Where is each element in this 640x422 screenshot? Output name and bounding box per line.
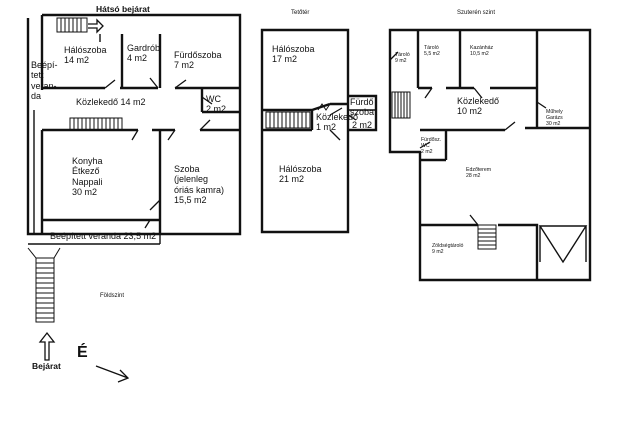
basement-label-corridor: Közlekedő 10 m2 bbox=[457, 96, 500, 117]
room-label-corridor: Közlekedő 14 m2 bbox=[76, 97, 146, 107]
attic-label-bedroom-top: Hálószoba 17 m2 bbox=[272, 44, 315, 65]
basement-outer-wall bbox=[388, 28, 592, 282]
back-stairs bbox=[56, 17, 88, 33]
room-label-bedroom: Hálószoba 14 m2 bbox=[64, 45, 107, 66]
basement-door-swing bbox=[389, 51, 547, 226]
room-label-wardrobe: Gardrób 4 m2 bbox=[127, 43, 161, 64]
attic-label-bedroom-bottom: Hálószoba 21 m2 bbox=[279, 164, 322, 185]
attic-stair-wall bbox=[262, 102, 348, 132]
attic-bath-wall bbox=[348, 94, 378, 132]
attic-plan bbox=[260, 28, 378, 234]
basement-label-bath-wc: Fürdősz. WC 2 m2 bbox=[421, 137, 442, 155]
attic-label-corridor: Közlekedő 1 m2 bbox=[316, 112, 359, 133]
back-entrance-label: Hátsó bejárat bbox=[96, 4, 150, 14]
entrance-stairs bbox=[27, 247, 61, 323]
entrance-label: Bejárat bbox=[32, 361, 61, 371]
north-marker: É bbox=[77, 344, 88, 361]
basement-label-gym: Edzőterem 28 m2 bbox=[466, 167, 492, 179]
room-label-room: Szoba (jelenleg óriás kamra) 15,5 m2 bbox=[174, 164, 225, 206]
attic-title: Tetőtér bbox=[291, 10, 310, 16]
basement-stairs bbox=[391, 91, 411, 119]
basement-label-workshop: Műhely Garázs 30 m2 bbox=[546, 109, 563, 127]
room-label-veranda: Beépített veranda 23,5 m2 bbox=[50, 231, 157, 241]
room-label-bathroom: Fürdőszoba 7 m2 bbox=[174, 50, 222, 71]
room-label-kitchen: Konyha Étkező Nappali 30 m2 bbox=[72, 156, 103, 198]
back-entrance-arrow bbox=[88, 18, 104, 34]
attic-label-bath: Fürdő szoba bbox=[350, 97, 375, 118]
basement-plan bbox=[388, 28, 592, 282]
north-arrow-icon bbox=[95, 365, 130, 383]
basement-label-storage2: Tároló 5,5 m2 bbox=[424, 45, 440, 57]
ground-floor-title: Földszint bbox=[100, 293, 125, 299]
room-label-closed-veranda: Beépí- tett veran- da bbox=[31, 60, 58, 102]
ground-floor-stairs bbox=[69, 117, 123, 131]
wc-wall bbox=[200, 88, 240, 114]
corridor-bottom-wall-basement bbox=[420, 126, 590, 162]
basement-title: Szuterén szint bbox=[457, 10, 496, 16]
garage-door bbox=[538, 225, 588, 264]
basement-label-veg-storage: Zöldségtároló 9 m2 bbox=[432, 243, 464, 255]
attic-stairs bbox=[265, 103, 331, 129]
veg-storage-wall bbox=[420, 223, 539, 280]
basement-label-boiler: Kazánház 10,5 m2 bbox=[470, 45, 494, 57]
room-label-wc: WC 2 m2 bbox=[206, 94, 227, 115]
entrance-arrow bbox=[38, 331, 56, 361]
attic-door-swing bbox=[329, 107, 357, 141]
ground-floor-plan bbox=[26, 13, 242, 383]
attic-outer-wall bbox=[260, 28, 350, 234]
door-swing bbox=[104, 77, 213, 229]
veg-storage-stairs bbox=[477, 224, 497, 250]
attic-label-bath-area: 2 m2 bbox=[352, 120, 373, 130]
basement-label-storage1: Tároló 9 m2 bbox=[395, 52, 410, 64]
